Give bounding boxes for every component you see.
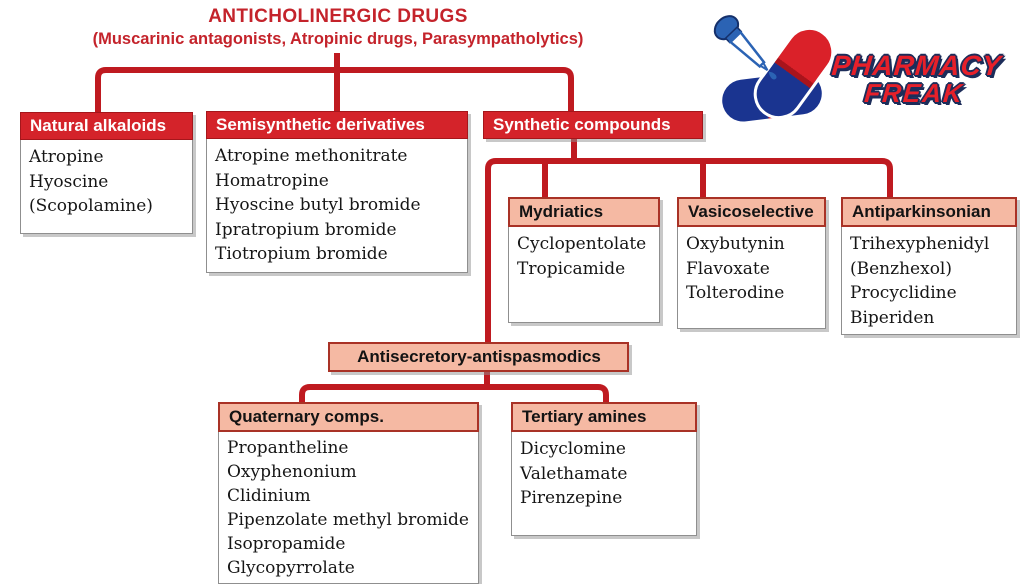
group-header: Quaternary comps.	[218, 402, 479, 432]
group-antisecretory-antispasmodics: Antisecretory-antispasmodics	[328, 342, 629, 372]
drug-item: Propantheline	[227, 438, 349, 458]
drug-item: Trihexyphenidyl	[850, 234, 990, 254]
drug-list: Propantheline Oxyphenonium Clidinium Pip…	[218, 432, 479, 584]
drug-item: Atropine	[29, 147, 104, 167]
logo-wordmark: PHARMACY FREAK	[811, 50, 1021, 108]
drug-item: Atropine methonitrate	[215, 146, 408, 166]
drug-item: Hyoscine butyl bromide	[215, 195, 421, 215]
drug-item: Isopropamide	[227, 534, 346, 554]
drug-item: Clidinium	[227, 486, 311, 506]
drug-list: Cyclopentolate Tropicamide	[508, 227, 660, 323]
drug-list: Trihexyphenidyl (Benzhexol) Procyclidine…	[841, 227, 1017, 335]
group-header: Semisynthetic derivatives	[206, 111, 468, 139]
group-vasicoselective: Vasicoselective Oxybutynin Flavoxate Tol…	[677, 197, 826, 329]
group-header: Tertiary amines	[511, 402, 697, 432]
drug-item: Oxyphenonium	[227, 462, 357, 482]
drug-item: Cyclopentolate	[517, 234, 647, 254]
connector-level3-bracket	[299, 384, 609, 405]
drug-item: Tolterodine	[686, 283, 785, 303]
drug-item: Glycopyrrolate	[227, 558, 355, 578]
drug-list: Oxybutynin Flavoxate Tolterodine	[677, 227, 826, 329]
drug-item: Homatropine	[215, 170, 329, 191]
drug-list: Atropine Hyoscine (Scopolamine)	[20, 140, 193, 234]
drug-item: Oxybutynin	[686, 234, 785, 254]
pharmacy-freak-logo: PHARMACY FREAK	[712, 6, 1020, 138]
group-header: Vasicoselective	[677, 197, 826, 227]
logo-word-freak: FREAK	[863, 78, 966, 108]
group-header: Synthetic compounds	[483, 111, 703, 139]
drug-item: Biperiden	[850, 307, 935, 328]
logo-word-pharmacy: PHARMACY	[830, 50, 1003, 81]
page-title: ANTICHOLINERGIC DRUGS	[208, 6, 468, 27]
drug-item: (Scopolamine)	[29, 196, 153, 216]
connector-level2-bracket	[485, 158, 893, 345]
drug-item: Tropicamide	[517, 258, 626, 279]
group-antiparkinsonian: Antiparkinsonian Trihexyphenidyl (Benzhe…	[841, 197, 1017, 335]
group-header: Antisecretory-antispasmodics	[328, 342, 629, 372]
drug-list: Dicyclomine Valethamate Pirenzepine	[511, 432, 697, 536]
group-header: Mydriatics	[508, 197, 660, 227]
drug-item: Pipenzolate methyl bromide	[227, 510, 469, 530]
drug-item: Dicyclomine	[520, 439, 626, 459]
connector-level1-bracket	[95, 67, 574, 116]
group-mydriatics: Mydriatics Cyclopentolate Tropicamide	[508, 197, 660, 323]
group-header: Natural alkaloids	[20, 112, 193, 140]
dropper-icon	[703, 5, 793, 96]
drug-item: Valethamate	[520, 463, 628, 484]
drug-item: Pirenzepine	[520, 488, 623, 508]
group-quaternary-comps: Quaternary comps. Propantheline Oxypheno…	[218, 402, 479, 584]
group-header: Antiparkinsonian	[841, 197, 1017, 227]
drug-item: (Benzhexol)	[850, 258, 952, 279]
drug-item: Tiotropium bromide	[215, 244, 388, 264]
group-semisynthetic-derivatives: Semisynthetic derivatives Atropine metho…	[206, 111, 468, 273]
drug-list: Atropine methonitrate Homatropine Hyosci…	[206, 139, 468, 273]
group-natural-alkaloids: Natural alkaloids Atropine Hyoscine (Sco…	[20, 112, 193, 234]
group-tertiary-amines: Tertiary amines Dicyclomine Valethamate …	[511, 402, 697, 536]
drug-item: Procyclidine	[850, 283, 957, 303]
drug-item: Flavoxate	[686, 258, 770, 279]
group-synthetic-compounds: Synthetic compounds	[483, 111, 703, 139]
drug-item: Hyoscine	[29, 171, 109, 192]
drug-item: Ipratropium bromide	[215, 219, 397, 240]
page-subtitle: (Muscarinic antagonists, Atropinic drugs…	[92, 30, 584, 48]
